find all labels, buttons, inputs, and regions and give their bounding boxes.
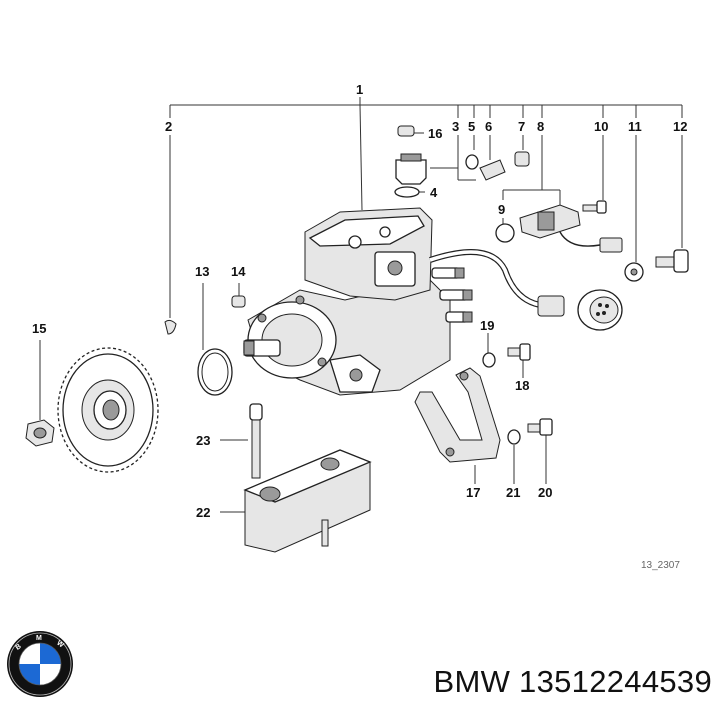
callout-11: 11	[628, 119, 642, 134]
callout-8: 8	[537, 119, 544, 134]
callout-15: 15	[32, 321, 46, 336]
bolt-12	[655, 249, 689, 273]
callout-2: 2	[165, 119, 172, 134]
leader-lines	[39, 97, 683, 513]
pin-2	[164, 319, 177, 335]
callout-labels: 1 2 3 4 5 6 7 8 9 10 11 12 13 14 15 16 1…	[32, 82, 687, 571]
callout-18: 18	[515, 378, 529, 393]
bracket-17	[414, 367, 501, 463]
bolt-23	[249, 403, 263, 479]
callout-19: 19	[480, 318, 494, 333]
svg-text:B: B	[14, 643, 22, 652]
bolt-18	[507, 343, 531, 361]
washer-19	[482, 352, 496, 368]
callout-6: 6	[485, 119, 492, 134]
callout-22: 22	[196, 505, 210, 520]
washer-21	[507, 429, 521, 445]
callout-20: 20	[538, 485, 552, 500]
callout-10: 10	[594, 119, 608, 134]
svg-text:W: W	[55, 640, 65, 650]
callout-21: 21	[506, 485, 520, 500]
nut-15	[25, 419, 55, 447]
sprocket-wheel	[57, 347, 159, 473]
callout-9: 9	[498, 202, 505, 217]
drawing-reference: 13_2307	[641, 560, 680, 571]
support-block-22	[243, 449, 372, 553]
callout-14: 14	[231, 264, 246, 279]
callout-4: 4	[430, 185, 438, 200]
washer-11	[624, 262, 644, 282]
callout-3: 3	[452, 119, 459, 134]
callout-13: 13	[195, 264, 209, 279]
bolt-10	[582, 200, 607, 214]
callout-17: 17	[466, 485, 480, 500]
small-parts-top	[394, 125, 530, 198]
callout-7: 7	[518, 119, 525, 134]
callout-23: 23	[196, 433, 210, 448]
logo-lettering: B M W	[14, 635, 64, 652]
part-number-caption: BMW 13512244539	[433, 664, 712, 699]
callout-5: 5	[468, 119, 475, 134]
o-ring-13	[197, 348, 233, 396]
callout-1: 1	[356, 82, 363, 97]
callout-16: 16	[428, 126, 442, 141]
bmw-logo-icon: B M W	[7, 631, 73, 697]
bolt-20	[527, 418, 553, 436]
callout-12: 12	[673, 119, 687, 134]
svg-text:M: M	[36, 635, 42, 642]
injection-pump	[243, 207, 623, 396]
bushing-14	[231, 295, 246, 308]
solenoid-valve	[495, 204, 623, 253]
